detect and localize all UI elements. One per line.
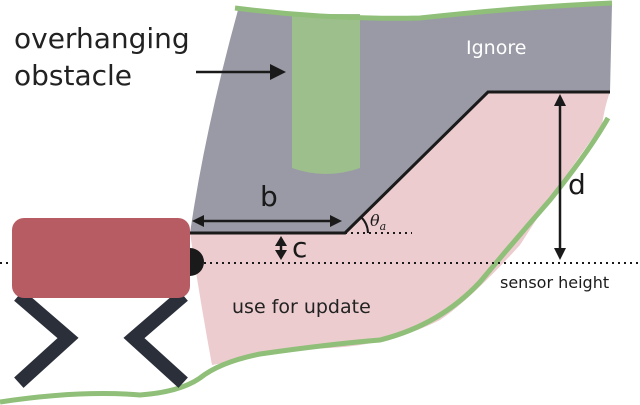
dim-c-label: c [292, 231, 307, 264]
boundary-line [190, 90, 610, 235]
robot-rear-leg [123, 290, 188, 388]
robot-sensor [190, 248, 204, 276]
overhanging-label-line1: overhanging [14, 22, 190, 55]
dim-b-label: b [260, 180, 278, 213]
update-region [190, 92, 610, 365]
ignore-label: Ignore [466, 37, 526, 59]
dimension-d [554, 94, 566, 260]
dim-d-label: d [568, 168, 586, 201]
dimension-b [192, 215, 342, 227]
overhanging-obstacle [292, 14, 360, 174]
theta-label: θa [370, 211, 386, 233]
ground-terrain-line [0, 116, 611, 405]
robot-front-leg [14, 290, 79, 388]
top-terrain-line [234, 0, 613, 21]
overhanging-label-line2: obstacle [14, 59, 132, 92]
robot-body [12, 218, 190, 298]
sensor-height-label: sensor height [500, 273, 609, 292]
use-for-update-label: use for update [232, 296, 371, 318]
theta-arc [360, 216, 369, 234]
obstacle-pointer-arrow [196, 64, 286, 80]
dimension-c [275, 236, 287, 260]
